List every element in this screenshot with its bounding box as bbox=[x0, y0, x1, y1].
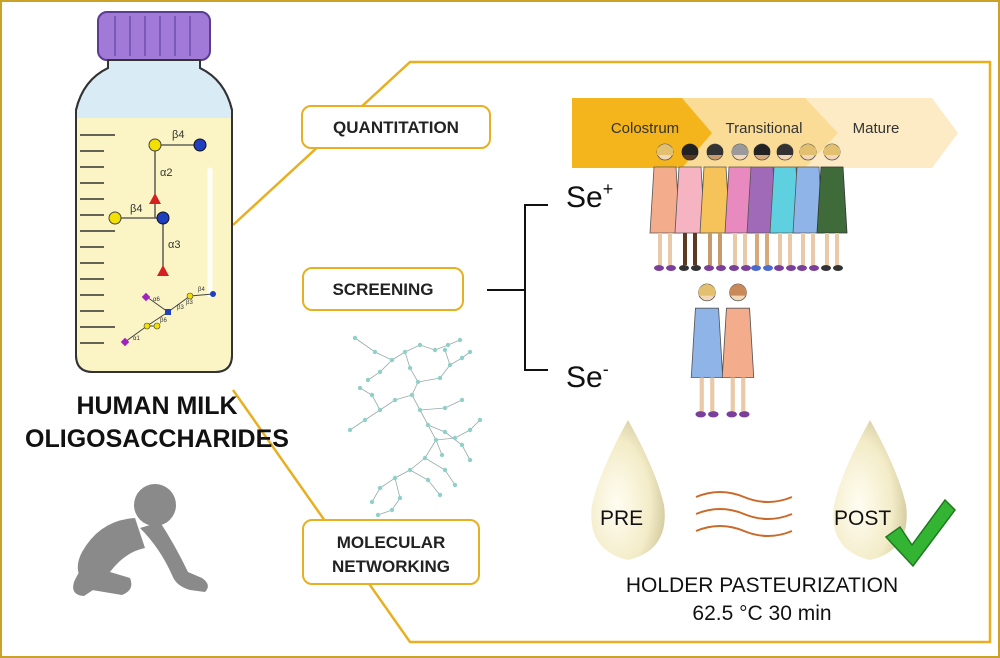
glycan-structure-icon: β4 α2 β4 α3 bbox=[108, 129, 207, 276]
lactation-stage-arrows: Colostrum Transitional Mature bbox=[572, 98, 958, 168]
glycan-linkage-label: β4 bbox=[172, 129, 184, 141]
stage-label-transitional: Transitional bbox=[726, 120, 803, 137]
stage-arrow-colostrum bbox=[572, 98, 712, 168]
quantitation-label: QUANTITATION bbox=[333, 118, 459, 137]
woman-figure-icon bbox=[690, 283, 724, 418]
secretor-negative-label: Se- bbox=[566, 359, 609, 394]
galactose-icon bbox=[108, 211, 122, 225]
stage-label-mature: Mature bbox=[853, 120, 900, 137]
stage-arrow-mature bbox=[805, 98, 958, 168]
method-box-networking: MOLECULAR NETWORKING bbox=[302, 519, 480, 585]
secretor-positive-label: Se+ bbox=[566, 179, 613, 214]
glycan-linkage-label: α6 bbox=[153, 297, 160, 303]
glucose-icon bbox=[193, 138, 207, 152]
pasteurization-method-label: HOLDER PASTEURIZATION bbox=[626, 574, 898, 597]
secretor-negative-women-group bbox=[690, 283, 755, 418]
networking-label-line1: MOLECULAR bbox=[337, 533, 446, 552]
woman-figure-icon bbox=[699, 143, 731, 271]
woman-figure-icon bbox=[792, 143, 824, 271]
milk-drop-pre-icon bbox=[591, 420, 665, 560]
woman-figure-icon bbox=[724, 143, 756, 271]
galactose-icon bbox=[148, 138, 162, 152]
woman-figure-icon bbox=[769, 143, 801, 271]
glycan-linkage-label: β3 bbox=[186, 300, 193, 306]
woman-figure-icon bbox=[746, 143, 778, 271]
milk-fill bbox=[77, 118, 231, 371]
pasteurization-conditions-label: 62.5 °C 30 min bbox=[692, 602, 831, 625]
milk-drop-post-icon bbox=[833, 420, 907, 560]
main-title-line1: HUMAN MILK bbox=[76, 392, 237, 420]
secretor-bracket bbox=[487, 204, 548, 371]
method-box-quantitation: QUANTITATION bbox=[301, 105, 491, 149]
crawling-baby-icon bbox=[73, 484, 208, 596]
pasteurization-post-label: POST bbox=[834, 507, 891, 530]
glycan-linkage-label: β6 bbox=[160, 318, 167, 324]
checkmark-icon bbox=[884, 498, 956, 568]
glycan-linkage-label: β4 bbox=[198, 287, 205, 293]
glycan-linkage-label: α2 bbox=[160, 167, 172, 179]
bottle-graduations bbox=[80, 134, 115, 344]
molecular-network-graph bbox=[347, 335, 483, 518]
glycan-linkage-label: α3 bbox=[168, 239, 180, 251]
glycan-linkage-label: β3 bbox=[177, 305, 184, 311]
method-box-screening: SCREENING bbox=[302, 267, 464, 311]
stage-label-colostrum: Colostrum bbox=[611, 120, 679, 137]
glycan-linkage-label: β4 bbox=[130, 203, 142, 215]
networking-label-line2: NETWORKING bbox=[332, 557, 450, 576]
woman-figure-icon bbox=[649, 143, 681, 271]
woman-figure-icon bbox=[721, 283, 755, 418]
glucose-icon bbox=[156, 211, 170, 225]
heat-waves-icon bbox=[695, 491, 793, 537]
small-glycan-structure-icon: β4 α6 β3 β6 β3 α1 bbox=[120, 287, 216, 347]
glycan-linkage-label: α1 bbox=[133, 336, 140, 342]
pasteurization-pre-label: PRE bbox=[600, 507, 643, 530]
woman-figure-icon bbox=[674, 143, 706, 271]
milk-bottle-icon: β4 α2 β4 α3 β4 α6 β3 β6 β3 α1 bbox=[75, 11, 233, 373]
screening-label: SCREENING bbox=[332, 280, 433, 299]
fucose-icon bbox=[149, 193, 161, 204]
secretor-positive-women-group bbox=[649, 143, 848, 271]
connector-frame bbox=[231, 60, 992, 644]
woman-figure-icon bbox=[816, 143, 848, 271]
main-title-line2: OLIGOSACCHARIDES bbox=[25, 425, 289, 453]
fucose-icon bbox=[157, 265, 169, 276]
